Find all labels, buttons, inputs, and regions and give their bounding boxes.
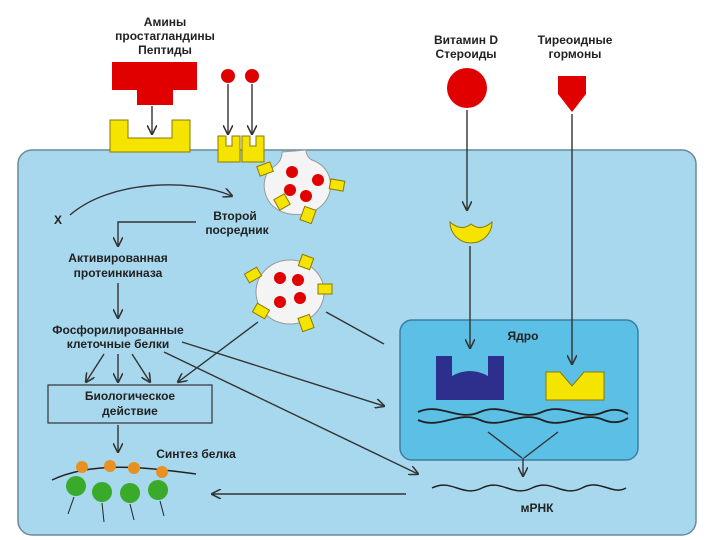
second-messenger-line2: посредник — [205, 223, 269, 237]
amines-label-line1: Амины — [144, 15, 186, 29]
phos-to-bio-arrow-3 — [131, 353, 150, 382]
dna-to-mrna-arrow-left — [487, 431, 523, 459]
ligand-ball-1 — [221, 69, 235, 83]
mrna-strand — [431, 484, 627, 492]
x-to-messenger-arrow — [69, 184, 232, 216]
vesicle-lower — [243, 253, 333, 333]
amines-label-line3: Пептиды — [138, 43, 192, 57]
vesicle-to-bio-arrow — [178, 321, 259, 382]
vitamin-d-line1: Витамин D — [434, 33, 498, 47]
bio-action-box — [47, 384, 213, 424]
bio-action-line1: Биологическое — [85, 389, 176, 403]
protein-synthesis-label: Синтез белка — [156, 447, 236, 461]
thyroid-nuclear-receptor — [545, 371, 605, 401]
ion-receptor-1 — [217, 135, 241, 163]
phos-to-bio-arrow-1 — [86, 353, 105, 382]
ion-receptor-2 — [241, 135, 265, 163]
mrna-label: мРНК — [521, 501, 555, 515]
dna-to-mrna-arrow-right — [523, 431, 559, 459]
thyroid-hormone — [558, 76, 586, 112]
ribosome-chain — [51, 460, 197, 523]
dna-helix — [417, 408, 629, 424]
bio-action-line2: действие — [102, 404, 158, 418]
nucleus — [399, 319, 639, 461]
protein-kinase-line1: Активированная — [68, 251, 167, 265]
peptide-hormone — [112, 62, 197, 105]
membrane-receptor — [109, 119, 191, 153]
amines-label-line2: простагландины — [115, 29, 215, 43]
protein-kinase-line2: протеинкиназа — [74, 266, 163, 280]
messenger-to-pk-arrow — [118, 221, 196, 246]
thyroid-line2: гормоны — [549, 47, 602, 61]
thyroid-line1: Тиреоидные — [538, 33, 613, 47]
nucleus-label: Ядро — [508, 329, 539, 343]
phosphorylated-line1: Фосфорилированные — [52, 323, 184, 337]
second-messenger-line1: Второй — [213, 209, 257, 223]
cytoplasmic-receptor — [449, 220, 493, 244]
phos-to-mrna-arrow — [163, 351, 418, 474]
steroid-hormone — [447, 68, 487, 108]
vesicle-to-nucleus-line — [325, 311, 385, 345]
x-label: X — [54, 213, 62, 227]
phosphorylated-line2: клеточные белки — [67, 337, 169, 351]
phos-to-nucleus-arrow — [181, 341, 384, 406]
vesicle-upper — [256, 149, 346, 225]
nuclear-receptor-complex — [436, 356, 504, 400]
ligand-ball-2 — [245, 69, 259, 83]
vitamin-d-line2: Стероиды — [435, 47, 496, 61]
